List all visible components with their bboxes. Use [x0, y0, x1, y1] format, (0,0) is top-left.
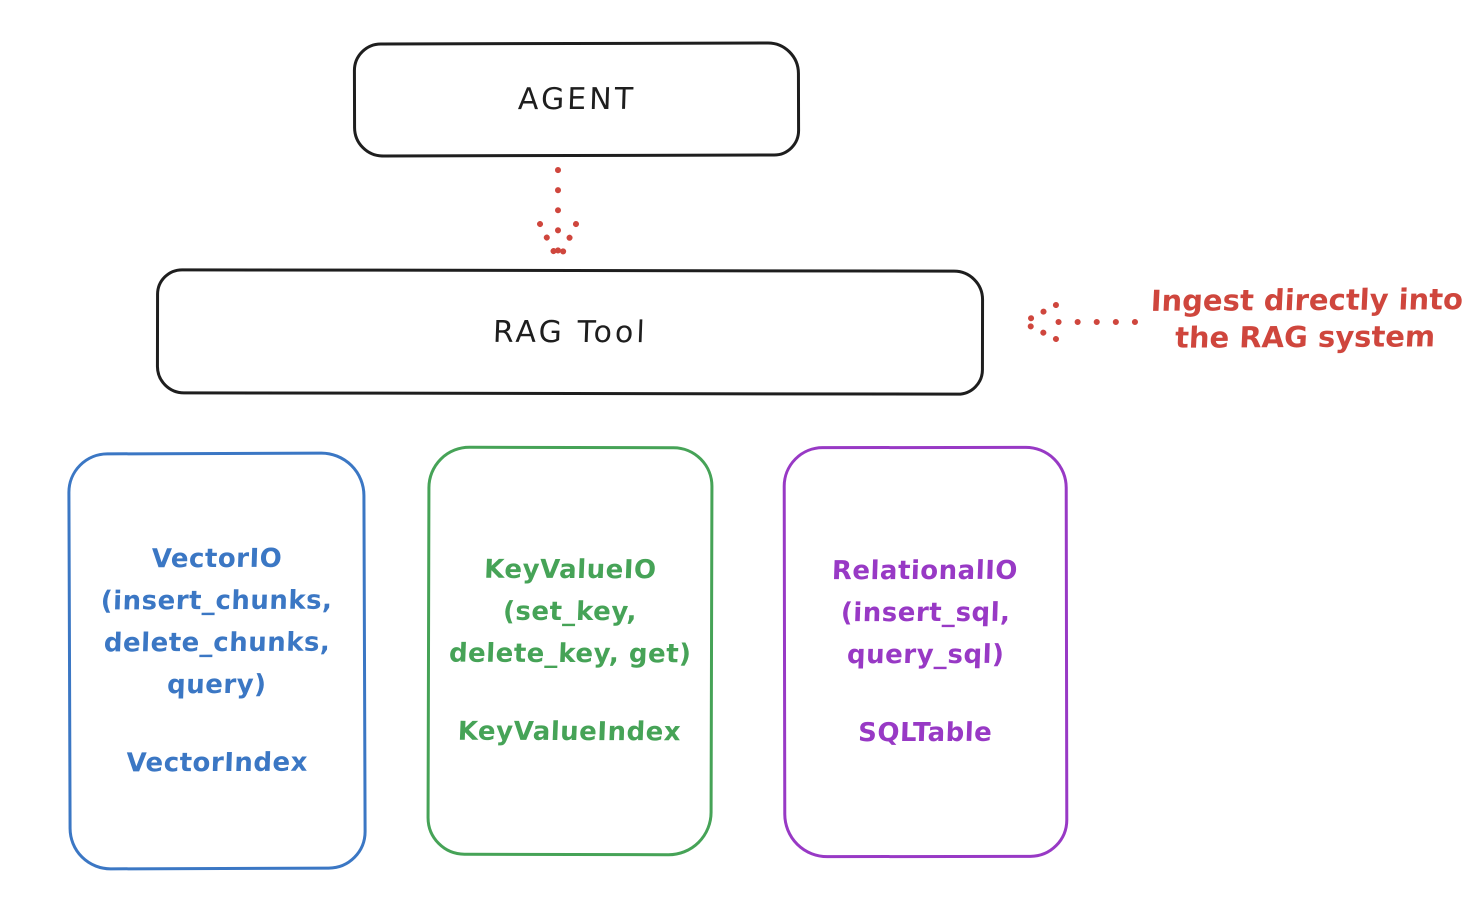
- node-vector-io: VectorIO (insert_chunks, delete_chunks, …: [67, 451, 367, 871]
- node-rag-tool: RAG Tool: [155, 268, 985, 396]
- node-rag-tool-label: RAG Tool: [492, 314, 648, 350]
- annotation-ingest-line1: Ingest directly into: [1149, 282, 1464, 318]
- relational-io-table-label: SQLTable: [858, 717, 994, 749]
- key-value-io-methods-line2: delete_key, get): [448, 638, 692, 670]
- node-agent: AGENT: [352, 41, 801, 158]
- vector-io-title: VectorIO: [150, 543, 283, 575]
- relational-io-title: RelationalIO: [831, 555, 1019, 587]
- key-value-io-methods-line1: (set_key,: [502, 596, 638, 628]
- annotation-ingest-line2: the RAG system: [1174, 319, 1437, 355]
- vector-io-methods-line3: query): [166, 669, 268, 701]
- annotation-ingest: Ingest directly into the RAG system: [1138, 281, 1474, 357]
- vector-io-methods-line2: delete_chunks,: [103, 627, 331, 659]
- vector-io-methods-line1: (insert_chunks,: [100, 585, 334, 617]
- key-value-io-index-label: KeyValueIndex: [457, 716, 682, 748]
- relational-io-methods-line1: (insert_sql,: [840, 597, 1011, 629]
- node-key-value-io: KeyValueIO (set_key, delete_key, get) Ke…: [426, 445, 714, 857]
- key-value-io-title: KeyValueIO: [483, 554, 657, 586]
- vector-io-index-label: VectorIndex: [126, 747, 309, 779]
- node-relational-io: RelationalIO (insert_sql, query_sql) SQL…: [782, 445, 1069, 859]
- relational-io-methods-line2: query_sql): [846, 639, 1005, 671]
- node-agent-label: AGENT: [516, 81, 637, 118]
